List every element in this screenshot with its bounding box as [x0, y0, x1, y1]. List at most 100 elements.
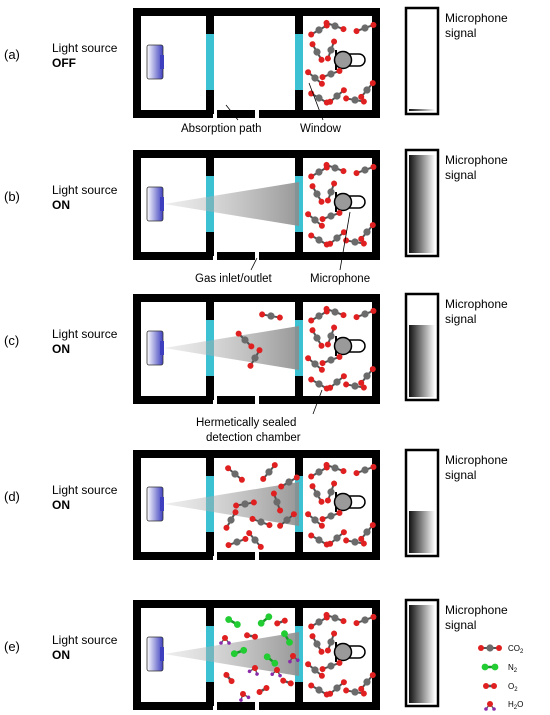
co2-molecule [343, 95, 367, 105]
co2-molecule [327, 679, 347, 697]
callout-gas-inlet: Gas inlet/outlet [195, 273, 273, 285]
signal-level-fill [409, 109, 435, 111]
signal-label-line1: Microphone [445, 11, 508, 25]
gas-inlet-gap [213, 396, 217, 404]
co2-molecule [309, 183, 325, 205]
microphone-icon [333, 336, 353, 356]
co2-molecule [324, 180, 338, 204]
light-source-state: ON [52, 498, 70, 512]
co2-molecule [278, 474, 300, 490]
h2o-molecule [270, 667, 282, 678]
co2-molecule [324, 324, 338, 348]
signal-label-line2: signal [445, 618, 476, 632]
signal-label-line1: Microphone [445, 297, 508, 311]
n2-molecule [481, 663, 499, 671]
co2-molecule [319, 209, 343, 223]
co2-molecule [259, 311, 283, 321]
signal-level-fill [409, 511, 435, 553]
signal-label-line2: signal [445, 312, 476, 326]
signal-label-line1: Microphone [445, 453, 508, 467]
co2-molecule [305, 511, 325, 529]
co2-molecule [223, 509, 239, 531]
co2-molecule [358, 222, 376, 242]
co2-molecule [343, 687, 367, 697]
co2-molecule [327, 373, 347, 391]
h2o-molecule [484, 701, 496, 711]
gas-outlet-gap [255, 552, 259, 560]
light-source-label: Light source [52, 633, 118, 647]
o2-molecule [244, 632, 258, 640]
signal-level-fill [409, 605, 435, 703]
gas-inlet-gap [213, 252, 217, 260]
co2-molecule [324, 38, 338, 62]
co2-molecule [247, 347, 263, 369]
lamp-emitter [160, 197, 164, 211]
panel-letter: (c) [4, 333, 19, 348]
co2-molecule [358, 672, 376, 692]
signal-label-line1: Microphone [445, 153, 508, 167]
light-source-state: OFF [52, 56, 76, 70]
o2-molecule [280, 677, 294, 687]
co2-molecule [353, 613, 377, 627]
co2-molecule [249, 515, 273, 529]
co2-molecule [323, 611, 347, 625]
co2-molecule [319, 659, 343, 673]
co2-molecule [323, 461, 347, 475]
panel-letter: (a) [4, 47, 20, 62]
microphone-icon [333, 492, 353, 512]
gas-inlet-gap [213, 552, 217, 560]
signal-level-fill [409, 325, 435, 397]
callout-sealed-line1: Hermetically sealed [196, 417, 296, 429]
light-source-label: Light source [52, 183, 118, 197]
callout-line-window [308, 82, 324, 121]
co2-molecule [309, 633, 325, 655]
co2-molecule [323, 305, 347, 319]
microphone-icon [333, 642, 353, 662]
h2o-molecule [219, 635, 231, 645]
co2-molecule [319, 353, 343, 367]
co2-molecule [353, 163, 377, 177]
lamp-emitter [160, 55, 164, 69]
gas-inlet-gap [213, 110, 217, 118]
co2-molecule [225, 465, 245, 483]
co2-molecule [323, 161, 347, 175]
lamp-emitter [160, 647, 164, 661]
panel-letter: (b) [4, 189, 20, 204]
light-source-state: ON [52, 648, 70, 662]
co2-molecule [308, 376, 330, 392]
legend-label-co2: CO2 [508, 644, 524, 655]
co2-molecule [343, 381, 367, 391]
co2-molecule [225, 535, 249, 549]
light-beam [164, 482, 299, 526]
co2-molecule [358, 522, 376, 542]
light-beam [164, 182, 299, 226]
co2-molecule [343, 537, 367, 547]
co2-molecule [308, 532, 330, 548]
o2-molecule [256, 685, 270, 695]
gas-outlet-gap [255, 110, 259, 118]
co2-molecule [319, 67, 343, 81]
co2-molecule [324, 630, 338, 654]
co2-molecule [233, 499, 257, 509]
co2-molecule [309, 327, 325, 349]
co2-molecule [324, 480, 338, 504]
microphone-icon [333, 192, 353, 212]
co2-molecule [235, 330, 255, 350]
light-source-label: Light source [52, 327, 118, 341]
light-source-state: ON [52, 342, 70, 356]
light-source-label: Light source [52, 483, 118, 497]
co2-molecule [308, 614, 330, 630]
microphone-icon [333, 50, 353, 70]
co2-molecule [309, 483, 325, 505]
co2-molecule [353, 21, 377, 35]
o2-molecule [223, 671, 235, 685]
n2-molecule [263, 653, 279, 667]
signal-level-fill [409, 155, 435, 253]
n2-molecule [257, 613, 273, 627]
callout-line-gas [250, 257, 258, 271]
